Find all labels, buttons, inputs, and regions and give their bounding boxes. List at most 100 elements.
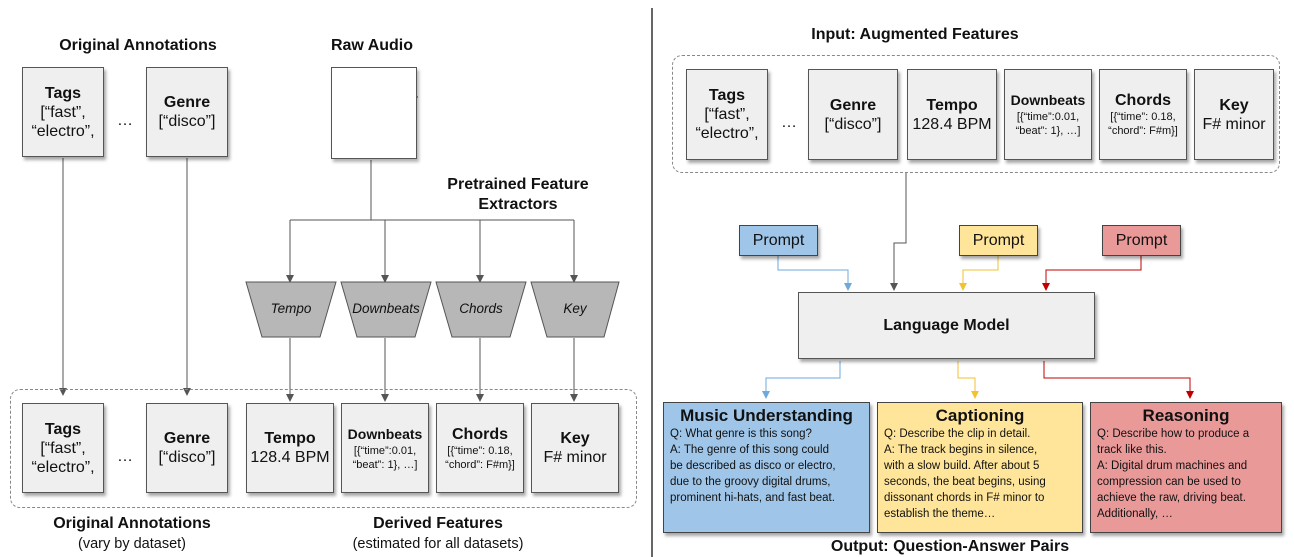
- bottom-genre-box: Genre [“disco”]: [146, 403, 228, 493]
- chords-line2: “chord”: F#m}]: [445, 458, 515, 471]
- tags-line1: [“fast”,: [40, 103, 86, 121]
- output-captioning: Captioning Q: Describe the clip in detai…: [877, 402, 1083, 533]
- prompt-reasoning: Prompt: [1102, 225, 1181, 256]
- genre-value: [“disco”]: [158, 449, 216, 466]
- output-line: due to the groovy digital drums,: [670, 476, 831, 488]
- top-genre-box: Genre [“disco”]: [146, 67, 228, 157]
- tags-line2: “electro”,: [695, 125, 759, 142]
- extractor-shape-chords: [435, 281, 527, 338]
- output-line: Additionally, …: [1097, 508, 1173, 520]
- key-value: F# minor: [543, 449, 607, 466]
- chords-line1: [{“time”: 0.18,: [447, 444, 513, 457]
- downbeats-line2: “beat”: 1}, …]: [1015, 125, 1081, 137]
- footer-original-sub: (vary by dataset): [78, 536, 186, 552]
- footer-original-annotations: Original Annotations: [53, 515, 211, 532]
- output-line: Q: Describe the clip in detail.: [884, 428, 1031, 440]
- prompt-captioning: Prompt: [959, 225, 1038, 256]
- prompt-yellow-arrow: [959, 255, 999, 291]
- downbeats-line1: [{“time”:0.01,: [1016, 111, 1080, 123]
- extractor-label: Downbeats: [352, 301, 420, 316]
- output-line: A: The genre of this song could: [670, 444, 829, 456]
- output-reasoning: Reasoning Q: Describe how to produce a t…: [1090, 402, 1282, 533]
- output-music-understanding: Music Understanding Q: What genre is thi…: [663, 402, 870, 533]
- input-ellipsis: …: [781, 114, 797, 131]
- footer-derived-sub: (estimated for all datasets): [352, 536, 524, 552]
- tempo-value: 128.4 BPM: [250, 449, 330, 466]
- input-tags-box: Tags [“fast”, “electro”,: [686, 69, 768, 160]
- output-line: compression can be used to: [1097, 476, 1241, 488]
- tags-line1: [“fast”,: [704, 106, 750, 123]
- prompt-blue-arrow: [777, 255, 852, 291]
- footer-output-pairs: Output: Question-Answer Pairs: [830, 538, 1070, 555]
- tempo-title: Tempo: [264, 430, 316, 447]
- tempo-value: 128.4 BPM: [912, 115, 992, 133]
- extractor-shape-tempo: [245, 281, 337, 338]
- downbeats-line1: [{“time”:0.01,: [353, 444, 417, 457]
- output-line: A: The track begins in silence,: [884, 444, 1038, 456]
- language-model-label: Language Model: [883, 317, 1010, 334]
- input-features-group: [672, 55, 1280, 173]
- header-input-features: Input: Augmented Features: [811, 26, 1019, 43]
- chords-title: Chords: [452, 425, 508, 443]
- downbeats-line2: “beat”: 1}, …]: [352, 458, 418, 471]
- language-model-box: Language Model: [798, 292, 1095, 359]
- prompt-red-arrow: [1042, 255, 1142, 291]
- genre-title: Genre: [163, 430, 211, 447]
- input-key-box: Key F# minor: [1194, 69, 1274, 160]
- input-downbeats-box: Downbeats [{“time”:0.01, “beat”: 1}, …]: [1004, 69, 1092, 160]
- extractor-downbeats: Downbeats: [341, 282, 431, 337]
- output-line: prominent hi-hats, and fast beat.: [670, 492, 835, 504]
- downbeats-title: Downbeats: [1010, 92, 1086, 108]
- downbeats-title: Downbeats: [347, 425, 423, 442]
- header-extractors-line2: Extractors: [478, 196, 558, 213]
- extractor-label: Chords: [459, 301, 503, 316]
- genre-title: Genre: [163, 94, 211, 111]
- derived-key-box: Key F# minor: [531, 403, 619, 493]
- tags-title: Tags: [708, 87, 746, 104]
- raw-audio-box: [331, 67, 417, 159]
- output-line: track like this.: [1097, 444, 1167, 456]
- footer-derived-features: Derived Features: [373, 515, 503, 532]
- extractor-shape-key: [530, 281, 620, 338]
- tags-line1: [“fast”,: [40, 439, 86, 457]
- output-title: Music Understanding: [680, 406, 853, 425]
- output-line: Q: What genre is this song?: [670, 428, 812, 440]
- chords-title: Chords: [1115, 92, 1171, 109]
- input-to-lm-arrow: [890, 172, 907, 291]
- genre-value: [“disco”]: [158, 113, 216, 130]
- lm-to-understanding-arrow: [762, 361, 841, 399]
- output-line: achieve the raw, driving beat.: [1097, 492, 1246, 504]
- chords-line2: “chord”: F#m}]: [1108, 125, 1178, 137]
- tags-title: Tags: [44, 420, 82, 438]
- extractor-chords: Chords: [436, 282, 526, 337]
- input-tempo-box: Tempo 128.4 BPM: [907, 69, 997, 160]
- output-title: Reasoning: [1142, 406, 1230, 425]
- bottom-features-group: [10, 389, 637, 508]
- output-line: with a slow build. After about 5: [884, 460, 1040, 472]
- extractor-shape-downbeats: [340, 281, 432, 338]
- top-ellipsis: …: [117, 112, 133, 129]
- bottom-tags-box: Tags [“fast”, “electro”,: [22, 403, 104, 493]
- tags-line2: “electro”,: [31, 122, 95, 140]
- bottom-ellipsis: …: [117, 448, 133, 465]
- output-line: be described as disco or electro,: [670, 460, 836, 472]
- output-line: Q: Describe how to produce a: [1097, 428, 1250, 440]
- tags-line2: “electro”,: [31, 458, 95, 476]
- header-extractors-line1: Pretrained Feature: [447, 176, 589, 193]
- derived-chords-box: Chords [{“time”: 0.18, “chord”: F#m}]: [436, 403, 524, 493]
- output-line: establish the theme…: [884, 508, 996, 520]
- key-title: Key: [1219, 96, 1249, 114]
- extractor-label: Tempo: [270, 301, 312, 316]
- input-chords-box: Chords [{“time”: 0.18, “chord”: F#m}]: [1099, 69, 1187, 160]
- extractor-key: Key: [531, 282, 619, 337]
- genre-title: Genre: [829, 96, 877, 114]
- input-genre-box: Genre [“disco”]: [808, 69, 898, 160]
- extractor-tempo: Tempo: [246, 282, 336, 337]
- genre-value: [“disco”]: [824, 115, 882, 133]
- lm-to-captioning-arrow: [957, 361, 979, 399]
- tempo-title: Tempo: [926, 96, 978, 114]
- prompt-understanding: Prompt: [739, 225, 818, 256]
- key-value: F# minor: [1202, 115, 1266, 133]
- top-tags-box: Tags [“fast”, “electro”,: [22, 67, 104, 157]
- derived-tempo-box: Tempo 128.4 BPM: [246, 403, 334, 493]
